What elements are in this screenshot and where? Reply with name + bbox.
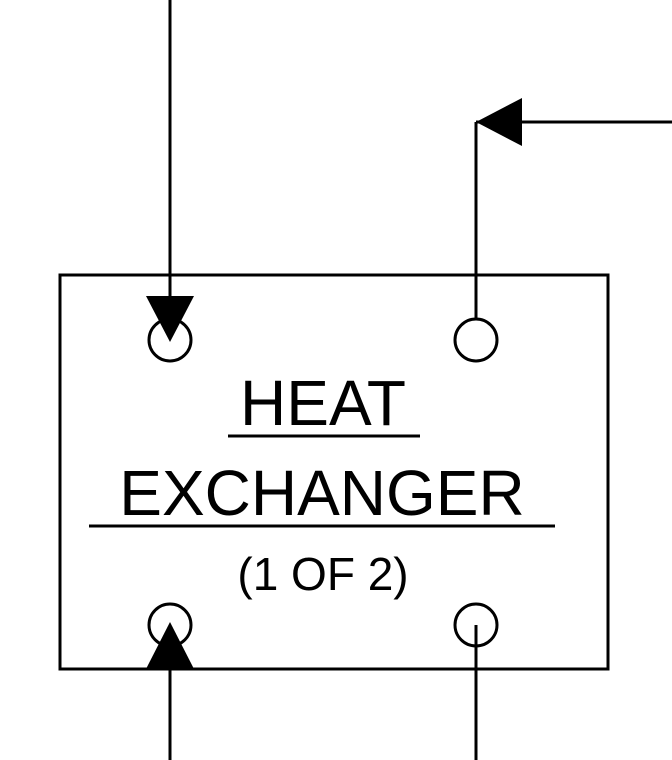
heat-exchanger-box (58, 273, 610, 671)
port-top-right (453, 317, 499, 363)
label-line-2: EXCHANGER (119, 457, 524, 529)
label-line-1: HEAT (240, 367, 406, 439)
arrow-left-icon (476, 98, 522, 146)
arrow-up-icon (146, 622, 194, 669)
label-line-3: (1 OF 2) (237, 548, 408, 600)
arrow-down-icon (146, 296, 194, 342)
